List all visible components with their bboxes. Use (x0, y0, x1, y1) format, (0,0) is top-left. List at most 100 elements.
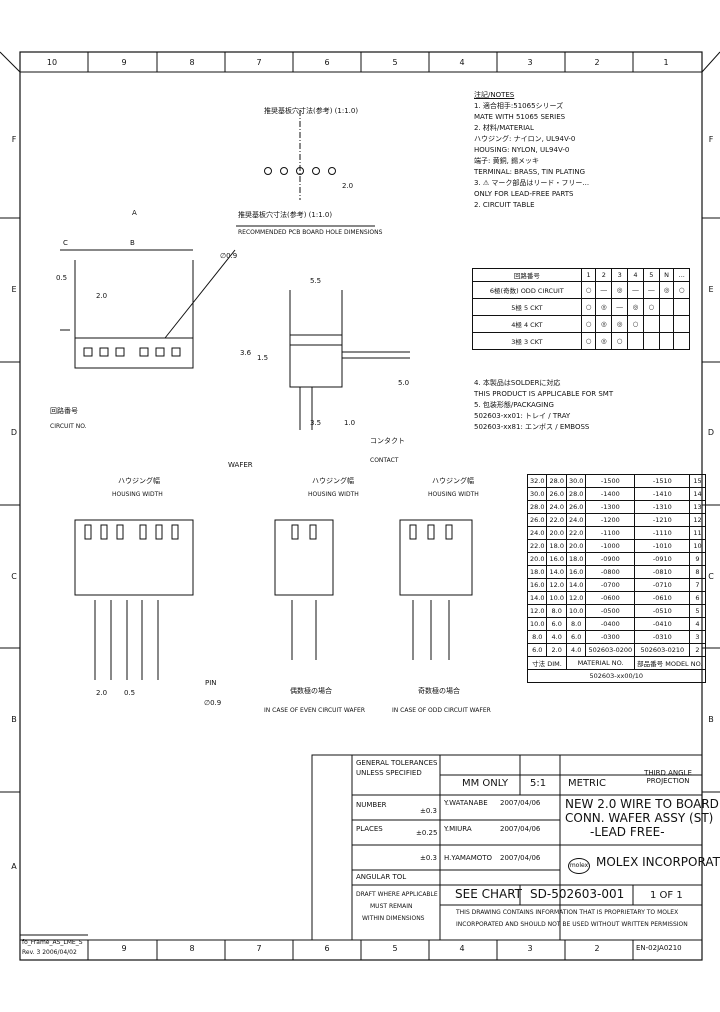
note-line: MATE WITH 51065 SERIES (474, 113, 566, 121)
table-cell: 22.0 (546, 513, 567, 527)
table-cell: 2 (689, 643, 706, 657)
table-cell: ◎ (611, 315, 629, 333)
table-cell: 26.0 (565, 500, 587, 514)
zone-bottom-8: 8 (189, 944, 195, 953)
note-line: HOUSING: NYLON, UL94V-0 (474, 146, 570, 154)
table-cell: -1500 (585, 474, 636, 488)
table-cell: -1310 (634, 500, 691, 514)
table-cell: 26.0 (546, 487, 567, 501)
table-header: 部品番号 MODEL NO. (634, 656, 706, 670)
zone-top-9: 9 (121, 58, 127, 67)
note-line: 2. CIRCUIT TABLE (474, 201, 535, 209)
note-line: TERMINAL: BRASS, TIN PLATING (474, 168, 586, 176)
table-cell: 13 (689, 500, 706, 514)
table-cell: 22.0 (526, 539, 548, 553)
housing-width-label-2-en: HOUSING WIDTH (308, 491, 359, 498)
dim-d1: 2.0 (96, 292, 108, 300)
zone-top-2: 2 (594, 58, 600, 67)
circuit-table: 回路番号 1 2 3 4 5 N ... 6極(奇数) ODD CIRCUIT … (472, 268, 690, 350)
table-cell (658, 332, 675, 350)
note-line: 1. 適合相手:51065シリーズ (474, 102, 564, 110)
table-cell: -1410 (634, 487, 691, 501)
table-cell: -1300 (585, 500, 636, 514)
table-header: MATERIAL NO. (565, 656, 636, 670)
zone-right-f: F (708, 135, 714, 144)
unless-specified: UNLESS SPECIFIED (356, 769, 422, 777)
table-cell: 6極(奇数) ODD CIRCUIT (472, 281, 582, 299)
table-cell: -0710 (634, 578, 691, 592)
housing-width-label-3-en: HOUSING WIDTH (428, 491, 479, 498)
table-row: 4極 4 CKT ○ ◎ ◎ ○ (472, 315, 690, 333)
table-cell: 12.0 (546, 578, 567, 592)
table-cell: 28.0 (526, 500, 548, 514)
zone-left-a: A (11, 862, 17, 871)
table-cell: 9 (689, 552, 706, 566)
table-cell: 24.0 (565, 513, 587, 527)
table-cell: 10 (689, 539, 706, 553)
table-cell: 14.0 (546, 565, 567, 579)
table-cell: -0500 (585, 604, 636, 618)
disclaimer-1: THIS DRAWING CONTAINS INFORMATION THAT I… (456, 909, 679, 916)
table-cell: -1010 (634, 539, 691, 553)
table-cell: -0910 (634, 552, 691, 566)
table-cell: 20.0 (565, 539, 587, 553)
table-cell: 8.0 (565, 617, 587, 631)
table-cell: 22.0 (565, 526, 587, 540)
zone-top-5: 5 (392, 58, 398, 67)
table-cell (642, 315, 660, 333)
table-cell: 10.0 (565, 604, 587, 618)
land-label: ∅0.9 (204, 699, 222, 707)
dim-d6: 5.0 (398, 379, 410, 387)
zone-top-1: 1 (663, 58, 669, 67)
zone-right-d: D (707, 428, 715, 437)
note-line: THIS PRODUCT IS APPLICABLE FOR SMT (474, 390, 614, 398)
dim-d4: 3.6 (240, 349, 252, 357)
table-cell: 20.0 (526, 552, 548, 566)
zone-top-8: 8 (189, 58, 195, 67)
table-cell: 7 (689, 578, 706, 592)
table-cell: 15 (689, 474, 706, 488)
table-cell: ◎ (627, 298, 644, 316)
table-cell: ― (627, 281, 644, 299)
table-cell: 8.0 (526, 630, 548, 644)
table-cell: ◎ (611, 281, 629, 299)
table-cell: ○ (580, 332, 597, 350)
revision-info: Rev. 3 2006/04/02 (22, 949, 77, 956)
note-line: ハウジング: ナイロン, UL94V-0 (474, 135, 576, 143)
table-header: 502603-xx00/10 (527, 669, 706, 683)
dim-d8: 3.5 (310, 419, 322, 427)
pcb-layout-title: 推奨基板穴寸法(参考) (1:1.0) (238, 211, 333, 219)
zone-bottom-2: 2 (594, 944, 600, 953)
dim-d7: 2.0 (96, 689, 108, 697)
table-cell: 4.0 (565, 643, 587, 657)
table-cell: 18.0 (565, 552, 587, 566)
table-cell (627, 332, 644, 350)
table-cell: -0810 (634, 565, 691, 579)
sheet-number: 1 OF 1 (650, 890, 683, 901)
zone-right-c: C (708, 572, 714, 581)
table-cell: -0800 (585, 565, 636, 579)
table-cell (673, 332, 690, 350)
table-cell: ○ (642, 298, 660, 316)
table-cell: 4.0 (546, 630, 567, 644)
wafer-label: WAFER (228, 461, 253, 469)
table-cell: 10.0 (546, 591, 567, 605)
table-cell: 18.0 (546, 539, 567, 553)
table-cell: -1510 (634, 474, 691, 488)
odd-circuit-label-en: IN CASE OF ODD CIRCUIT WAFER (392, 707, 491, 714)
dim-a: A (132, 209, 137, 217)
table-header: 寸法 DIM. (527, 656, 567, 670)
approved-by: H.YAMAMOTO (444, 854, 493, 862)
even-circuit-label: 偶数極の場合 (290, 687, 332, 695)
title-line-3: -LEAD FREE- (590, 825, 665, 839)
drawing-units: MM ONLY (462, 778, 509, 789)
table-row: 寸法 DIM.MATERIAL NO.部品番号 MODEL NO. (527, 656, 706, 670)
note-line: 3. ⚠ マーク部品はリード・フリー... (474, 179, 590, 187)
contact-label-en: CONTACT (370, 457, 399, 464)
